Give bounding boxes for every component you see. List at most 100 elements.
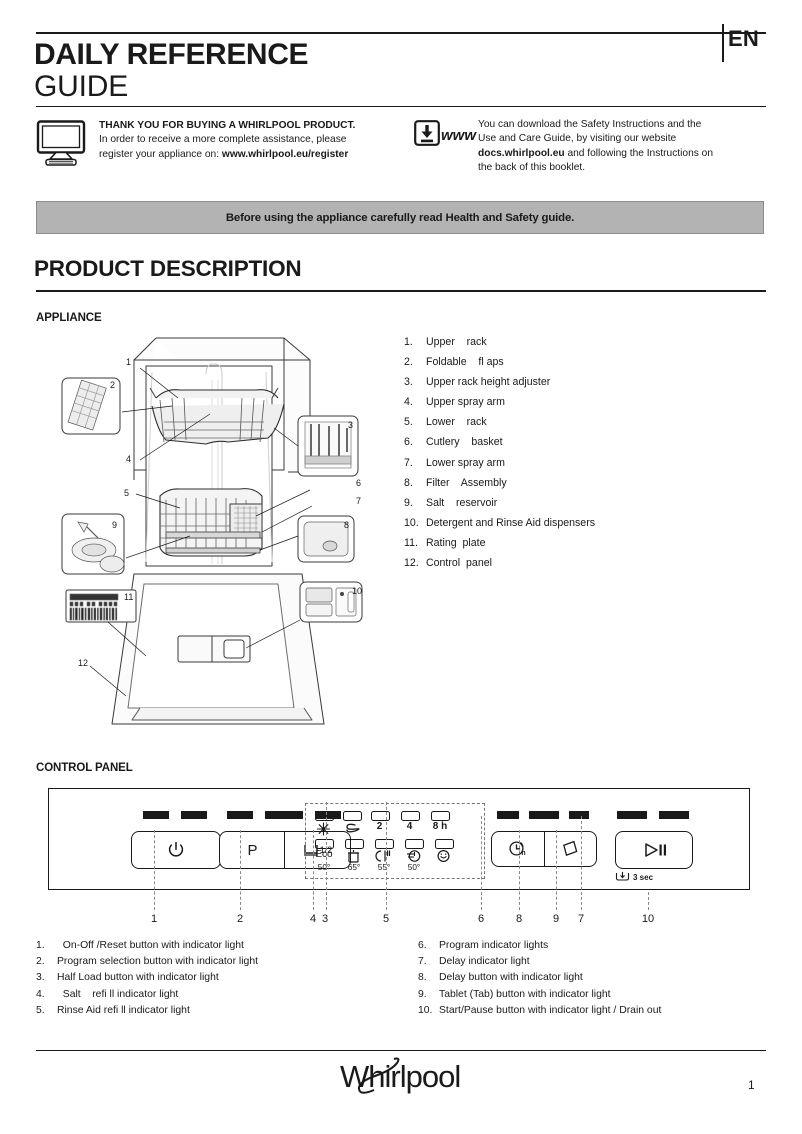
legend-number: 8. — [418, 972, 427, 984]
header-top-rule — [36, 32, 766, 34]
download-text: You can download the Safety Instructions… — [478, 118, 713, 176]
part-label: Upper spray arm — [426, 396, 505, 409]
list-item: 5. Lower rack — [404, 412, 764, 432]
program-selection-button[interactable]: P — [220, 832, 285, 868]
part-label: Cutlery basket — [426, 436, 503, 449]
program-indicator-led — [227, 811, 341, 819]
callout-line — [581, 816, 582, 910]
part-label: Salt reservoir — [426, 496, 498, 509]
download-line1: You can download the Safety Instructions… — [478, 119, 702, 130]
part-number: 11. — [404, 536, 418, 549]
svg-text:4: 4 — [126, 454, 131, 464]
button-divider — [284, 832, 286, 868]
legend-number: 6. — [418, 940, 427, 951]
thank-you-line1: In order to receive a more complete assi… — [99, 134, 347, 146]
list-item: 10. Detergent and Rinse Aid dispensers — [404, 513, 764, 533]
list-item: 1. On-Off /Reset button with indicator l… — [36, 938, 416, 954]
list-item: 2. Foldable fl aps — [404, 352, 764, 372]
delay-2h-indicator — [371, 811, 390, 821]
control-panel-heading: CONTROL PANEL — [36, 762, 133, 774]
half-load-icon — [303, 845, 318, 856]
legend-number: 1. — [36, 940, 45, 951]
legend-label: Program indicator lights — [439, 940, 549, 951]
part-label: Control panel — [426, 557, 492, 570]
power-button[interactable] — [131, 831, 221, 869]
panel-callout-number: 6 — [477, 913, 485, 925]
eco-temp: 50° — [317, 863, 331, 872]
panel-callout-number: 4 — [309, 913, 317, 925]
start-pause-button[interactable] — [615, 831, 693, 869]
list-item: 8.Filter Assembly — [404, 473, 764, 493]
list-item: 6. Program indicator lights — [418, 938, 798, 954]
legend-label: On-Off /Reset button with indicator ligh… — [57, 940, 244, 951]
part-number: 5. — [404, 416, 413, 429]
part-number: 8. — [404, 476, 413, 489]
power-indicator-led — [143, 811, 207, 819]
svg-text:12: 12 — [78, 658, 88, 668]
list-item: 12. Control panel — [404, 553, 764, 573]
delay-8h-indicator — [431, 811, 450, 821]
register-link[interactable]: www.whirlpool.eu/register — [221, 148, 349, 160]
legend-number: 7. — [418, 956, 427, 968]
list-item: 5.Rinse Aid refi ll indicator light — [36, 1003, 416, 1019]
part-label: Lower rack — [426, 416, 487, 429]
legend-label: Delay button with indicator light — [439, 972, 583, 984]
language-tag: EN — [728, 26, 759, 51]
docs-link[interactable]: docs.whirlpool.eu — [478, 147, 565, 159]
download-line2: Use and Care Guide, by visiting our webs… — [478, 133, 677, 145]
delay-2h-label: 2 — [376, 821, 383, 832]
part-number: 2. — [404, 356, 413, 369]
svg-text:6: 6 — [356, 478, 361, 488]
panel-callout-number: 1 — [150, 913, 158, 925]
list-item: 1.Upper rack — [404, 332, 764, 352]
list-item: 7.Delay indicator light — [418, 954, 798, 970]
callout-line — [519, 830, 520, 910]
svg-text:3: 3 — [348, 420, 353, 430]
panel-legend-left: 1. On-Off /Reset button with indicator l… — [36, 938, 416, 1019]
legend-label: Rinse Aid refi ll indicator light — [57, 1004, 190, 1016]
callout-line — [556, 830, 557, 910]
drain-out-hint: 3 sec — [615, 871, 653, 883]
panel-legend-right: 6. Program indicator lights 7.Delay indic… — [418, 938, 798, 1019]
part-label: Detergent and Rinse Aid dispensers — [426, 516, 596, 529]
delay-clock-icon: h — [509, 841, 526, 857]
start-pause-icon — [645, 843, 666, 857]
download-www-icon: www — [414, 120, 477, 146]
part-number: 12. — [404, 557, 419, 570]
callout-line — [154, 830, 155, 910]
legend-label: Program selection button with indicator … — [57, 956, 258, 968]
part-label: Lower spray arm — [426, 456, 505, 469]
page-number: 1 — [748, 1078, 755, 1092]
list-item: 2.Program selection button with indicato… — [36, 954, 416, 970]
legend-number: 9. — [418, 988, 427, 1000]
panel-callout-number: 2 — [236, 913, 244, 925]
delay-tablet-button-group[interactable]: h — [491, 831, 597, 867]
part-number: 4. — [404, 396, 413, 409]
svg-text:1: 1 — [126, 357, 131, 367]
parts-list: 1.Upper rack 2.Foldable fl aps 3.Upper r… — [404, 332, 764, 573]
control-panel: P 1/2 — [48, 788, 750, 890]
part-number: 10. — [404, 516, 419, 529]
callout-line — [313, 830, 314, 910]
callout-line — [648, 892, 649, 910]
program-silent-indicator — [435, 839, 454, 849]
half-load-button[interactable]: 1/2 — [285, 832, 350, 868]
tablet-button[interactable] — [544, 832, 596, 866]
language-divider — [722, 24, 724, 62]
drain-icon — [615, 872, 630, 881]
section-rule — [36, 290, 766, 292]
program-half-load-button-group[interactable]: P 1/2 — [219, 831, 351, 869]
rinse-aid-icon — [343, 822, 360, 836]
salt-refill-icon — [315, 822, 332, 836]
part-label: Foldable fl aps — [426, 356, 504, 369]
list-item: 9.Tablet (Tab) button with indicator lig… — [418, 987, 798, 1003]
delay-button[interactable]: h — [492, 832, 544, 866]
list-item: 11. Rating plate — [404, 533, 764, 553]
program-rapid-indicator — [405, 839, 424, 849]
rapid-icon — [405, 849, 422, 863]
part-label: Rating plate — [426, 536, 486, 549]
part-label: Upper rack — [426, 336, 487, 348]
appliance-diagram: 1 2 3 4 5 6 7 8 9 10 11 12 — [60, 336, 390, 736]
legend-number: 10. — [418, 1004, 433, 1016]
